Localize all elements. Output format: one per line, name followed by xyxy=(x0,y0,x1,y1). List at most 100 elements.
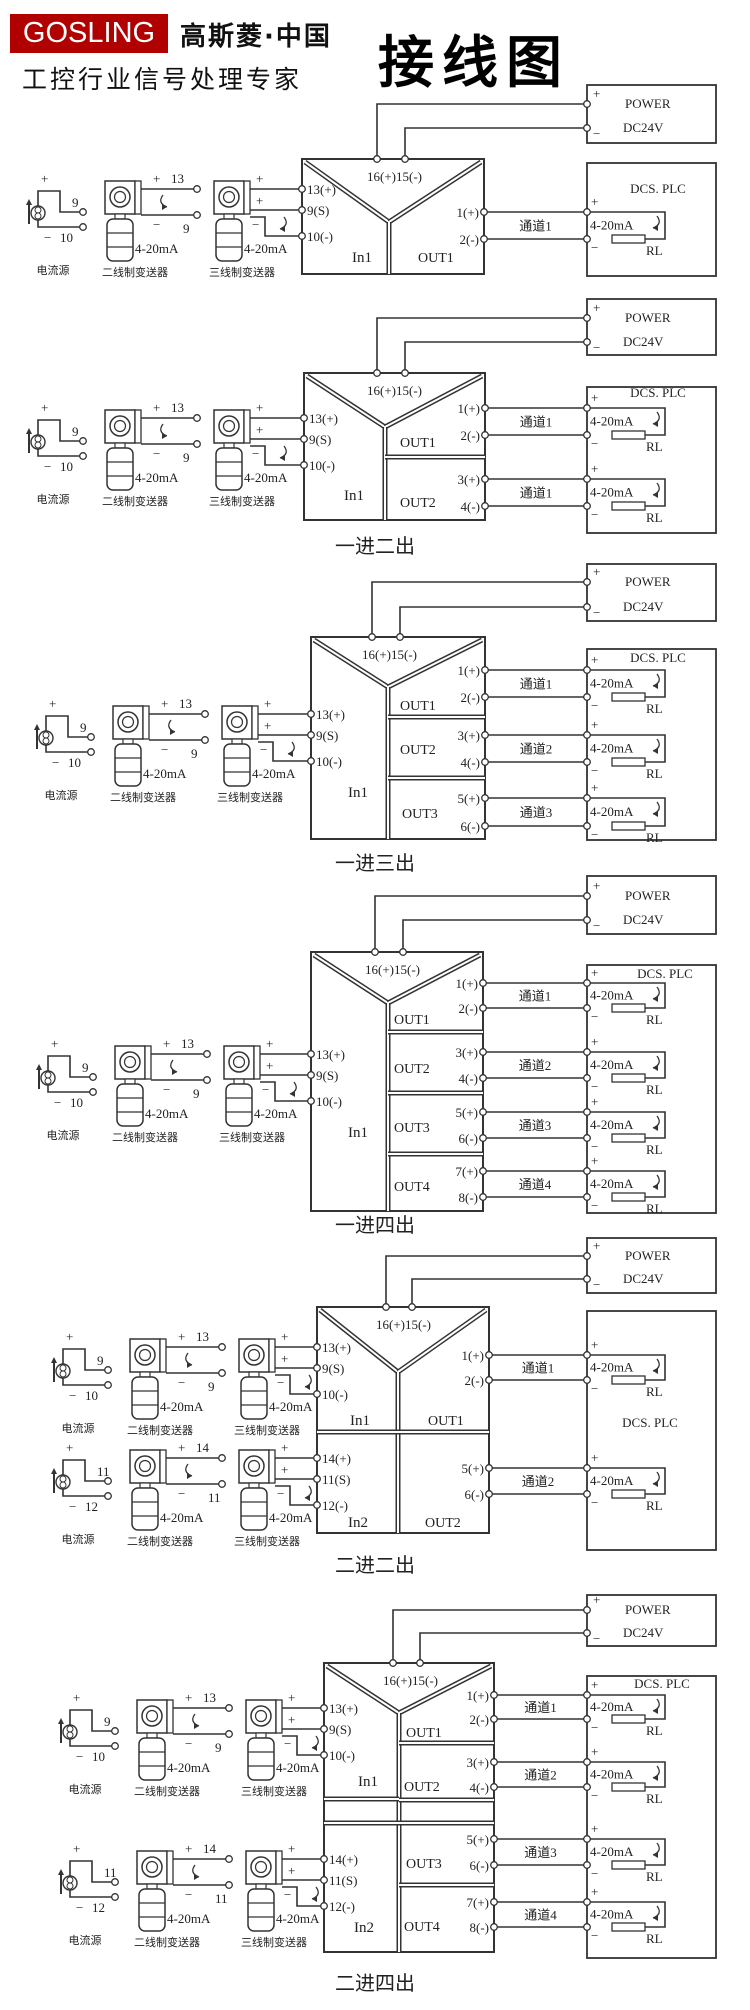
slogan: 工控行业信号处理专家 xyxy=(22,65,303,94)
dcs-plus-sign: + xyxy=(591,1094,598,1109)
three-wire-minus: − xyxy=(262,1082,269,1097)
input-terminal-label: 12(-) xyxy=(322,1498,348,1513)
two-wire-minus: − xyxy=(153,217,160,232)
channel-label: 通道3 xyxy=(520,805,553,820)
dcs-minus-sign: − xyxy=(591,763,598,778)
terminal xyxy=(583,1464,591,1472)
dcs-signal-label: 4-20mA xyxy=(590,1057,634,1072)
transmitter-bracket xyxy=(268,1449,276,1484)
current-source-inner xyxy=(59,1481,67,1489)
power-label: POWER xyxy=(625,1602,671,1617)
arrowhead-icon xyxy=(162,204,167,210)
terminal xyxy=(373,369,381,377)
resistor-label: RL xyxy=(646,1012,663,1027)
terminal xyxy=(89,1073,97,1081)
terminal xyxy=(313,1364,321,1372)
two-wire-minus: − xyxy=(185,1887,192,1902)
current-source-inner xyxy=(66,1731,74,1739)
load-resistor-icon xyxy=(611,1192,646,1202)
transmitter-gauge-inner xyxy=(145,1709,159,1723)
three-wire-negative xyxy=(275,1374,317,1395)
input-channel-1: In1+9−10电流源+13−94-20mA二线制变送器++−4-20mA三线制… xyxy=(51,1329,370,1437)
source-terminal-label: 9 xyxy=(80,720,87,735)
terminal xyxy=(479,1108,487,1116)
transmitter-gauge-inner xyxy=(254,1860,268,1874)
transmitter-bracket xyxy=(275,1850,283,1885)
input-label: In1 xyxy=(352,250,372,266)
dcs-minus-sign: − xyxy=(591,827,598,842)
arrowhead-icon xyxy=(653,1184,658,1190)
arrowhead-icon xyxy=(653,683,658,689)
transmitter-gauge-inner xyxy=(222,190,236,204)
two-wire-terminal-label: 13 xyxy=(171,171,184,186)
output-label: OUT1 xyxy=(400,436,436,451)
output-label: OUT3 xyxy=(402,807,438,822)
terminal xyxy=(313,1343,321,1351)
input-label: In1 xyxy=(344,488,364,504)
input-channel-1: In1+9−10电流源+13−94-20mA二线制变送器++−4-20mA三线制… xyxy=(26,400,364,508)
terminal xyxy=(583,1004,591,1012)
two-wire-terminal-label: 13 xyxy=(171,400,184,415)
terminal xyxy=(583,1275,591,1283)
power-minus-sign: − xyxy=(593,918,600,933)
three-wire-plus: + xyxy=(266,1036,273,1051)
terminal xyxy=(583,1167,591,1175)
dcs-plc-box xyxy=(586,648,717,841)
terminal xyxy=(481,693,489,701)
output-terminal-label: 7(+) xyxy=(456,1164,479,1179)
resistor-label: RL xyxy=(646,701,663,716)
transmitter-gauge-inner xyxy=(113,419,127,433)
dcs-signal-label: 4-20mA xyxy=(590,1844,634,1859)
dcs-plc-label: DCS. PLC xyxy=(637,966,693,981)
transmitter-bracket xyxy=(268,1338,276,1373)
source-terminal-label: 9 xyxy=(104,1714,111,1729)
terminal xyxy=(479,1167,487,1175)
two-wire-minus: − xyxy=(163,1082,170,1097)
output-terminal-label: 6(-) xyxy=(470,1858,490,1873)
output-terminal-label: 8(-) xyxy=(459,1190,479,1205)
three-wire-plus: + xyxy=(256,171,263,186)
output-terminal-label: 2(-) xyxy=(461,690,481,705)
transmitter-gauge-inner xyxy=(121,715,135,729)
two-wire-label: 二线制变送器 xyxy=(134,1935,200,1949)
dcs-plus-sign: + xyxy=(591,194,598,209)
transmitter-bracket xyxy=(134,180,142,215)
dcs-plc-box xyxy=(586,386,717,534)
transmitter-body xyxy=(138,1888,166,1932)
load-loop-wire xyxy=(587,1838,666,1866)
terminal xyxy=(79,223,87,231)
dcs-signal-label: 4-20mA xyxy=(590,1767,634,1782)
dcs-plus-sign: + xyxy=(591,1744,598,1759)
three-wire-plus: + xyxy=(288,1863,295,1878)
wiring-diagram-4: +−POWERDC24V16(+)15(-)In1+9−10电流源+13−94-… xyxy=(36,875,717,1237)
two-wire-label: 二线制变送器 xyxy=(112,1130,178,1144)
power-negative-wire xyxy=(402,919,587,952)
resistor-label: RL xyxy=(646,1931,663,1946)
signal-label: 4-20mA xyxy=(160,1510,204,1525)
input-terminal-label: 10(-) xyxy=(316,1094,342,1109)
terminal xyxy=(485,1490,493,1498)
output-label: OUT1 xyxy=(394,1013,430,1028)
terminal xyxy=(193,414,201,422)
resistor-label: RL xyxy=(646,1201,663,1216)
resistor-label: RL xyxy=(646,1498,663,1513)
current-source-inner xyxy=(44,1077,52,1085)
dcs-signal-label: 4-20mA xyxy=(590,676,634,691)
arrowhead-icon xyxy=(280,455,285,461)
current-source-label: 电流源 xyxy=(37,492,70,506)
dcs-plc-label: DCS. PLC xyxy=(622,1415,678,1430)
load-resistor-icon xyxy=(611,1922,646,1932)
two-wire-plus: + xyxy=(161,696,168,711)
wiring-diagram-3: +−POWERDC24V16(+)15(-)In1+9−10电流源+13−94-… xyxy=(34,563,717,875)
three-wire-plus: + xyxy=(256,193,263,208)
input-terminal-label: 13(+) xyxy=(316,1047,345,1062)
three-wire-minus: − xyxy=(284,1736,291,1751)
signal-label: 4-20mA xyxy=(135,241,179,256)
three-wire-transmitter xyxy=(245,1850,283,1932)
terminal xyxy=(307,710,315,718)
two-wire-label: 二线制变送器 xyxy=(110,790,176,804)
arrowhead-icon xyxy=(290,1091,295,1097)
